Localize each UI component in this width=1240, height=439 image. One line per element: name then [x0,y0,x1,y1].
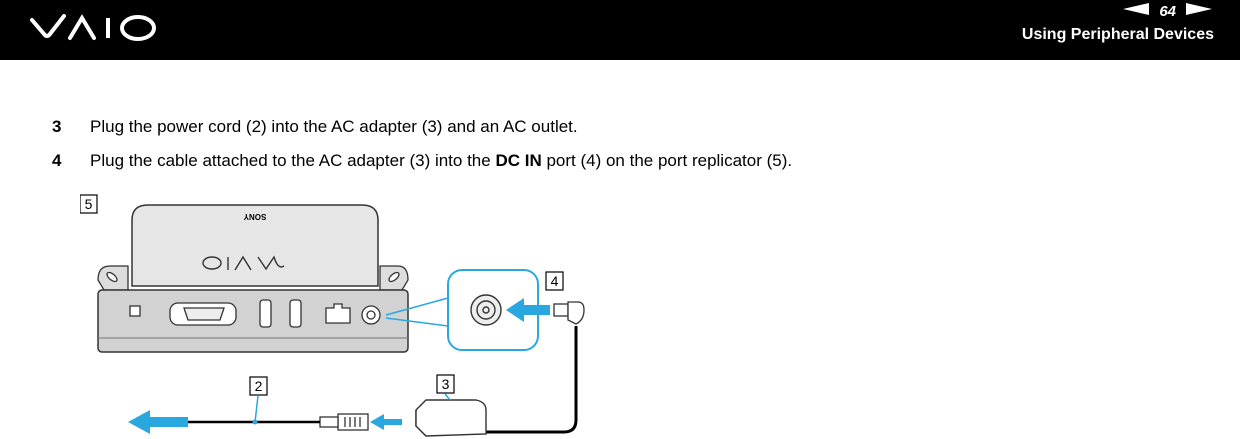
triangle-left-icon[interactable] [1123,2,1150,20]
power-cord-plug [319,413,369,431]
page-nav: 64 [1123,0,1212,22]
svg-text:5: 5 [85,196,93,212]
svg-text:4: 4 [551,273,559,289]
step-text: Plug the power cord (2) into the AC adap… [90,117,578,136]
port-replicator-illustration: 5 SONY 4 [80,194,585,437]
plug-in-arrow-icon [370,414,402,430]
step-number: 4 [52,151,62,170]
section-title: Using Peripheral Devices [1021,26,1214,43]
step-text: Plug the cable attached to the AC adapte… [90,151,793,170]
page-number: 64 [1159,2,1176,20]
svg-text:3: 3 [442,376,450,392]
callout-5: 5 [80,194,98,214]
dc-plug [553,301,585,325]
callout-2: 2 [249,376,268,396]
vaio-emblem [202,255,285,271]
dc-in-port [470,294,502,326]
vaio-logo [30,14,156,41]
back-panel [97,289,409,353]
callout-3: 3 [436,374,455,394]
svg-text:2: 2 [255,378,263,394]
page-header: 64 Using Peripheral Devices [0,0,1240,60]
outlet-arrow-icon [128,410,188,434]
ports [129,299,381,328]
triangle-right-icon[interactable] [1186,2,1212,20]
zoom-line [385,297,449,316]
callout-4: 4 [545,271,564,291]
replicator-body [131,204,379,287]
step-4: 4 Plug the cable attached to the AC adap… [52,151,792,171]
ac-adapter [415,399,487,437]
step-3: 3 Plug the power cord (2) into the AC ad… [52,117,578,137]
replicator-feet [97,265,409,291]
adapter-cable [484,326,578,434]
step-number: 3 [52,117,62,136]
plug-arrow-icon [506,298,550,322]
brand-text: SONY [243,212,266,221]
